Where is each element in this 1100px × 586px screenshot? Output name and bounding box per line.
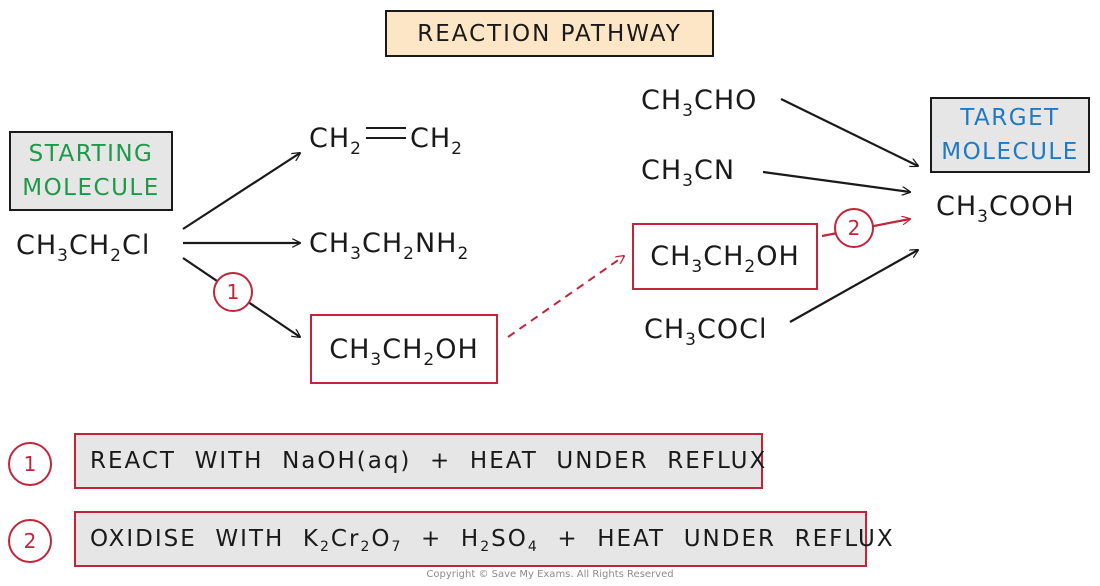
ethanol-right-box: CH3CH2OH [632,223,818,290]
copyright-notice: Copyright © Save My Exams. All Rights Re… [426,569,674,580]
arrow-from-ethanenitrile [762,170,910,192]
title-box: REACTION PATHWAY [385,10,714,57]
condition-1-box: REACT WITH NaOH(aq) + HEAT UNDER REFLUX [74,433,765,489]
ethanol-left-formula: CH3CH2OH [329,333,479,370]
ethanenitrile-formula: CH3CN [641,155,736,191]
arrow-dashed-route [507,256,624,338]
condition-2-text: OXIDISE WITH K2Cr2O7 + H2SO4 + HEAT UNDE… [90,526,895,555]
diagram-title: REACTION PATHWAY [417,20,682,47]
ethylamine-formula: CH3CH2NH2 [309,228,470,264]
starting-molecule-formula: CH3CH2Cl [16,230,151,266]
condition-2-box: OXIDISE WITH K2Cr2O7 + H2SO4 + HEAT UNDE… [74,511,893,567]
starting-label-line-2: MOLECULE [22,175,160,201]
ethanol-left-box: CH3CH2OH [310,314,498,384]
starting-molecule-label: STARTING MOLECULE [9,131,173,211]
condition-1-text: REACT WITH NaOH(aq) + HEAT UNDER REFLUX [90,448,768,474]
ethanal-formula: CH3CHO [641,85,758,121]
target-label-line-1: TARGET [960,105,1060,131]
step-badge-1: 1 [213,272,253,312]
condition-1-number: 1 [8,442,52,486]
arrow-from-ethanoyl-chloride [789,250,918,323]
starting-label-line-1: STARTING [28,141,154,167]
target-molecule-formula: CH3COOH [936,191,1075,227]
arrow-from-ethanal [780,98,918,166]
arrow-to-ethene [182,153,300,230]
ethanoyl-chloride-formula: CH3COCl [644,314,768,350]
condition-2-number: 2 [8,519,52,563]
target-molecule-label: TARGET MOLECULE [930,97,1090,173]
step-badge-2: 2 [834,208,874,248]
ethanol-right-formula: CH3CH2OH [650,241,800,277]
target-label-line-2: MOLECULE [941,139,1079,165]
